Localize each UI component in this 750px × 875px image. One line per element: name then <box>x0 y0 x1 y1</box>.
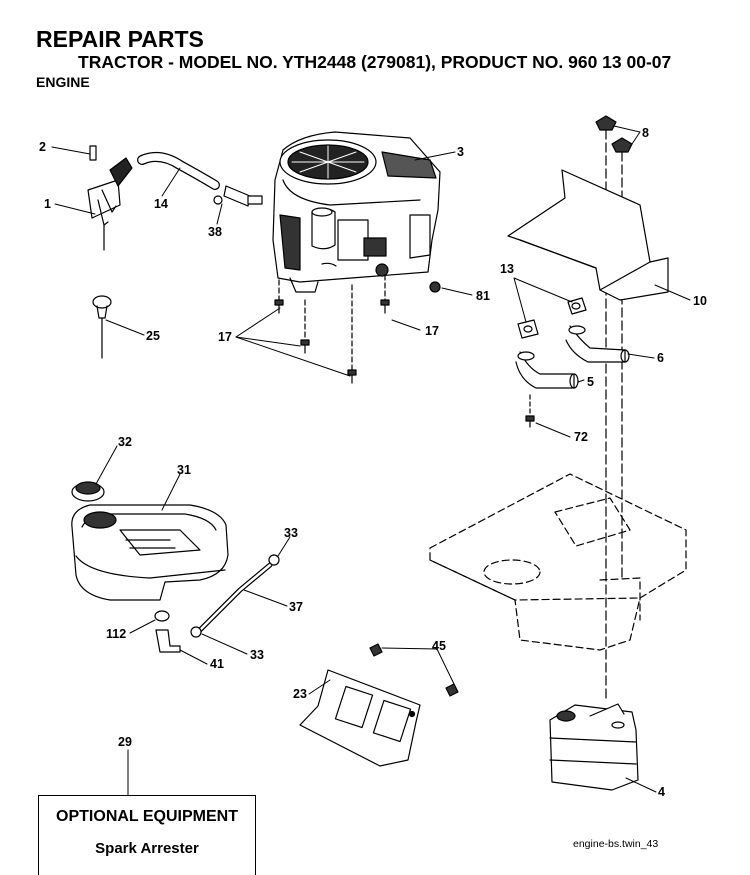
callout-14: 14 <box>154 197 168 211</box>
section-label: ENGINE <box>36 74 90 90</box>
callout-2: 2 <box>39 140 46 154</box>
callout-1: 1 <box>44 197 51 211</box>
muffler-drawing <box>549 703 639 791</box>
callout-3: 3 <box>457 145 464 159</box>
callout-5: 5 <box>587 375 594 389</box>
callout-6: 6 <box>657 351 664 365</box>
optional-equipment-heading: OPTIONAL EQUIPMENT <box>56 808 238 825</box>
leader-lines <box>51 125 691 796</box>
callout-10: 10 <box>693 294 707 308</box>
callout-38: 38 <box>208 225 222 239</box>
callout-8: 8 <box>642 126 649 140</box>
exhaust-pipes-drawing <box>515 297 630 428</box>
fuel-hose-drawing <box>154 554 280 653</box>
callout-37: 37 <box>289 600 303 614</box>
page-subtitle: TRACTOR - MODEL NO. YTH2448 (279081), PR… <box>78 52 672 72</box>
callout-4: 4 <box>658 785 665 799</box>
engine-bolts-drawing <box>274 274 441 384</box>
frame-drawing <box>429 473 687 651</box>
page-title: REPAIR PARTS <box>36 26 204 52</box>
callout-41: 41 <box>210 657 224 671</box>
callout-45: 45 <box>432 639 446 653</box>
callout-17a: 17 <box>218 330 232 344</box>
optional-equipment-box: OPTIONAL EQUIPMENT Spark Arrester <box>38 795 256 875</box>
callout-72: 72 <box>574 430 588 444</box>
callout-23: 23 <box>293 687 307 701</box>
callout-29: 29 <box>118 735 132 749</box>
choke-knob-drawing <box>92 295 112 359</box>
engine-drawing <box>272 131 441 293</box>
callout-17b: 17 <box>425 324 439 338</box>
throttle-control-drawing <box>87 145 133 251</box>
callout-81: 81 <box>476 289 490 303</box>
skid-plate-drawing <box>299 643 459 767</box>
callout-33b: 33 <box>250 648 264 662</box>
drawing-code: engine-bs.twin_43 <box>573 838 659 850</box>
callout-112: 112 <box>106 627 126 641</box>
fuel-line-drawing <box>137 151 263 207</box>
callout-labels: 2 1 14 38 3 8 10 13 81 17 17 25 6 5 72 3… <box>39 126 707 799</box>
heat-shield-drawing <box>507 169 669 301</box>
callout-32: 32 <box>118 435 132 449</box>
callout-31: 31 <box>177 463 191 477</box>
fuel-tank-drawing <box>71 481 229 601</box>
callout-33a: 33 <box>284 526 298 540</box>
callout-13: 13 <box>500 262 514 276</box>
optional-equipment-item: Spark Arrester <box>95 840 199 857</box>
callout-25: 25 <box>146 329 160 343</box>
